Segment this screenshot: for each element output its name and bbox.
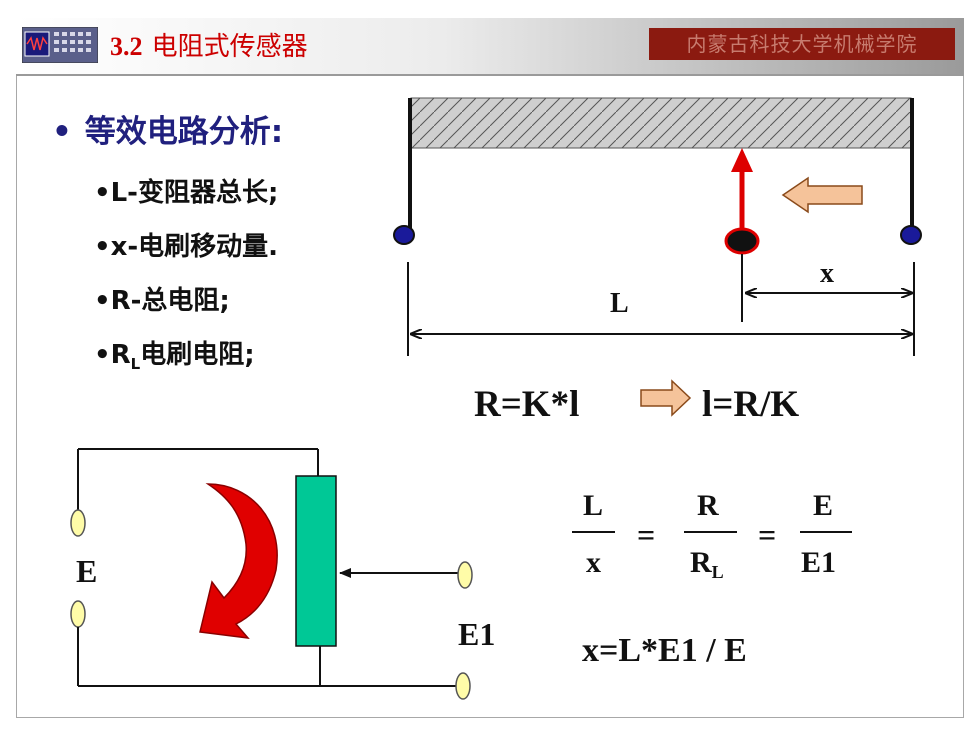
ratio-formula: L x = R RL = E E1 [572,489,852,582]
bullet-item-RL: •RL电刷电阻; [94,340,255,374]
formula-R-Kl: R=K*l [474,384,579,425]
curved-rotation-arrow-icon [199,483,278,639]
terminal-E1-bottom [455,672,471,700]
label-E: E [76,553,97,589]
ratio-den-E1: E1 [801,546,836,579]
rheostat: x L [393,97,922,356]
ratio-num-E: E [813,489,833,522]
voltage-divider-circuit: E E1 [70,448,495,700]
terminal-E1-top [457,561,473,589]
terminal-E-bottom [70,600,86,628]
formula-x: x=L*E1 / E [582,632,747,669]
rheostat-right-terminal [900,225,922,245]
rheostat-left-terminal [393,225,415,245]
terminal-E-top [70,509,86,537]
potentiometer-resistor [295,475,337,647]
ratio-num-L: L [583,489,603,522]
label-E1: E1 [458,616,495,652]
ratio-den-x: x [586,546,601,579]
label-L: L [610,288,629,319]
bullet-item-x: •x-电刷移动量. [94,232,279,262]
motion-arrow-icon [781,176,863,214]
label-x: x [820,258,834,289]
wiper-contact [724,227,760,255]
bullet-item-R: •R-总电阻; [94,286,230,316]
ratio-den-RL: RL [690,546,724,582]
main-bullet: • 等效电路分析: [52,106,283,151]
slide-title: 3.2 电阻式传感器 [110,26,308,63]
main-bullet-text: 等效电路分析: [84,114,284,150]
rheostat-resistive-bar [410,97,912,149]
title-number: 3.2 [110,32,143,61]
school-banner: 内蒙古科技大学机械学院 [649,28,955,60]
oscilloscope-logo-icon [22,27,98,63]
bullet-dot-icon: • [52,114,72,150]
bullet-item-L: •L-变阻器总长; [94,178,279,208]
implies-arrow-icon [640,379,692,417]
ratio-num-R: R [697,489,719,522]
title-text: 电阻式传感器 [151,32,308,62]
ratio-eq-1: = [637,517,655,553]
formula-l-RK: l=R/K [702,384,799,425]
wiper-arrow-icon [731,148,753,172]
ratio-eq-2: = [758,517,776,553]
